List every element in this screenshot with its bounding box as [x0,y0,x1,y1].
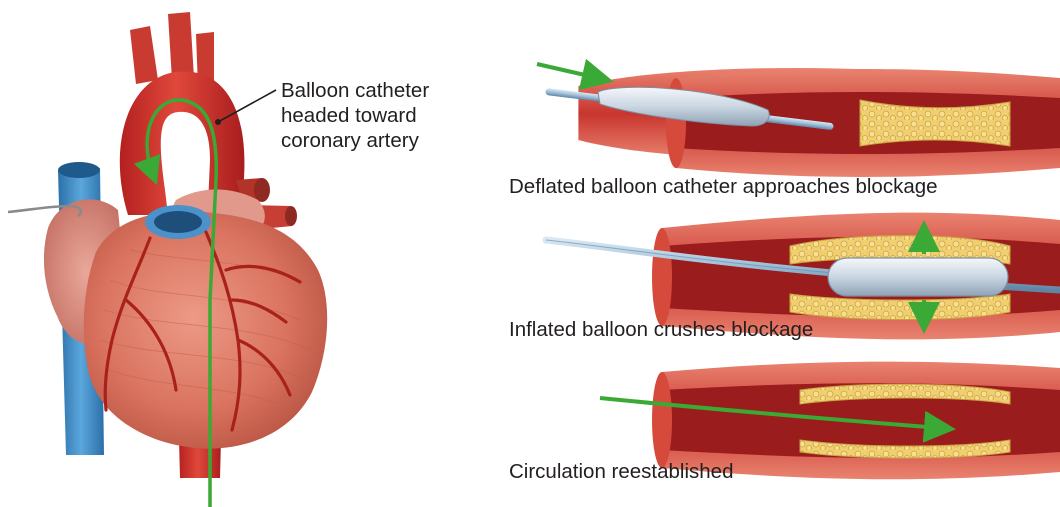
callout-line-3: coronary artery [281,128,429,153]
caption-deflated: Deflated balloon catheter approaches blo… [509,174,938,199]
inflated-balloon [828,258,1008,296]
approach-arrow-1 [537,64,598,78]
callout-label: Balloon catheter headed toward coronary … [281,78,429,153]
ventricles [84,211,327,448]
caption-inflated: Inflated balloon crushes blockage [509,317,813,342]
callout-line-1: Balloon catheter [281,78,429,103]
panel-deflated [537,64,1060,177]
callout-line-2: headed toward [281,103,429,128]
heart-illustration [8,12,327,507]
caption-restored: Circulation reestablished [509,459,733,484]
